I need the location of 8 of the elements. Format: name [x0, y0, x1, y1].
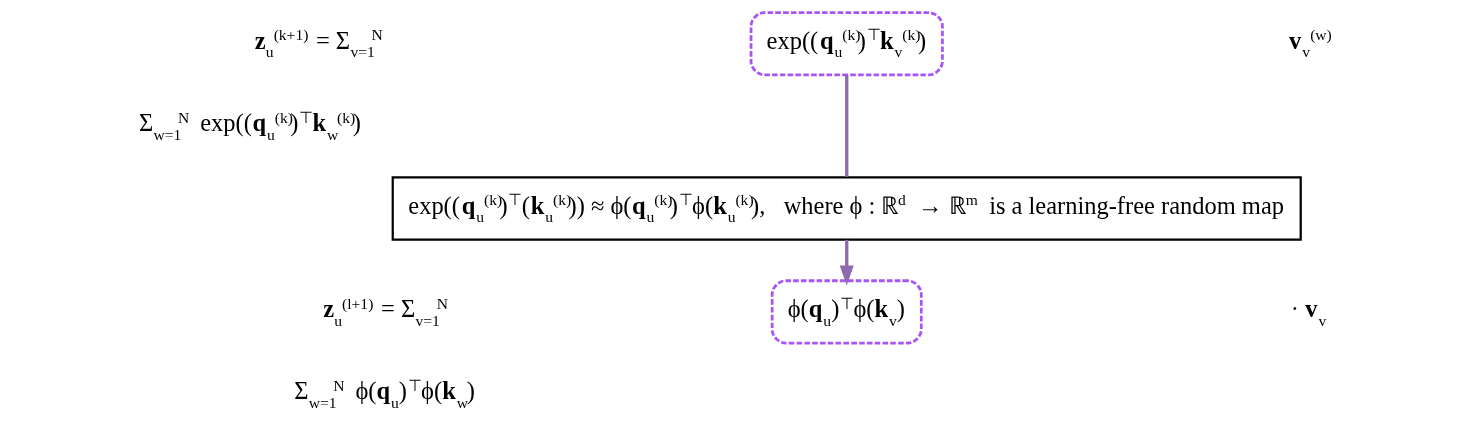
label: Σ$_{w=1}$$^{N}$ exp((q$_{u}$$^{(k)}$)$^{⊤}$k$_{w}$$^{(k)}$)	[138, 108, 361, 143]
arrow	[839, 239, 854, 286]
connector	[844, 75, 848, 177]
node-box: exp((q$_{u}$$^{(k)}$)$^{⊤}$(k$_{u}$$^{(k)}$)) ≈ ϕ(q$_{u}$$^{(k)}$)$^{⊤}$ϕ(k$_{u}$$^{(k)}$), where ϕ : ℝ$^{d}$ → ℝ$^{m}$ is a learning-free random map	[391, 176, 1302, 241]
node-box: exp((q$_{u}$$^{(k)}$)$^{⊤}$k$_{v}$$^{(k)}$)	[749, 11, 944, 77]
label: · v$_{v}$	[1290, 295, 1326, 329]
label: Σ$_{w=1}$$^{N}$ ϕ(q$_{u}$)$^{⊤}$ϕ(k$_{w}$)	[293, 376, 475, 411]
node-box: ϕ(q$_{u}$)$^{⊤}$ϕ(k$_{v}$)	[770, 279, 923, 345]
